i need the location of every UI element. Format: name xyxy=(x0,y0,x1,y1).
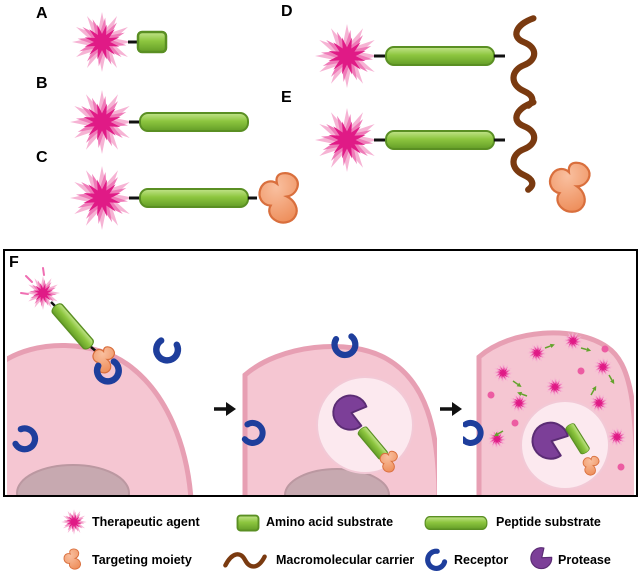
cell-membrane xyxy=(7,343,194,495)
drug-conjugate xyxy=(20,267,120,376)
legend-label-protease: Protease xyxy=(558,553,611,567)
sparkle-ray xyxy=(25,275,33,283)
construct-d xyxy=(315,18,534,105)
arrow-head xyxy=(226,402,236,416)
released-agent-dot xyxy=(601,345,609,353)
therapeutic-agent-icon xyxy=(70,90,134,154)
therapeutic-agent-icon xyxy=(72,11,132,72)
released-agent-dot xyxy=(577,367,585,375)
legend-label-therapeutic-agent: Therapeutic agent xyxy=(92,515,200,529)
legend-label-peptide-substrate: Peptide substrate xyxy=(496,515,601,529)
construct-b xyxy=(70,90,249,154)
therapeutic-agent-icon xyxy=(315,108,379,172)
step-arrow xyxy=(440,402,462,416)
peptide-substrate-icon xyxy=(139,112,249,132)
construct-c xyxy=(70,166,306,230)
legend-label-macromolecular-carrier: Macromolecular carrier xyxy=(276,553,415,567)
released-agent-dot xyxy=(511,419,519,427)
cell-stage-internalization xyxy=(237,253,437,495)
panel-label-b: B xyxy=(36,75,48,92)
amino-acid-substrate-icon xyxy=(236,514,260,532)
construct-a xyxy=(72,11,168,72)
peptide-substrate-icon xyxy=(385,130,495,150)
cell-stage-release xyxy=(463,330,634,495)
panel-label-e: E xyxy=(281,89,292,106)
cell-nucleus xyxy=(284,468,390,495)
receptor-icon xyxy=(154,340,180,363)
legend-label-amino-acid-substrate: Amino acid substrate xyxy=(266,515,394,529)
construct-e xyxy=(315,102,598,217)
panel-label-a: A xyxy=(36,5,48,22)
therapeutic-agent-icon xyxy=(61,509,87,535)
therapeutic-agent-icon xyxy=(315,23,379,88)
peptide-substrate-icon xyxy=(385,46,495,66)
receptor-icon xyxy=(424,547,448,573)
receptor-icon xyxy=(463,422,482,445)
peptide-substrate-icon xyxy=(424,516,488,530)
released-agent-dot xyxy=(487,391,495,399)
macromolecular-carrier-icon xyxy=(514,18,535,105)
sparkle-ray xyxy=(20,292,29,295)
legend-label-targeting-moiety: Targeting moiety xyxy=(92,553,192,567)
panel-label-c: C xyxy=(36,149,48,166)
constructs-diagram xyxy=(70,11,598,230)
targeting-moiety-icon xyxy=(253,167,306,227)
panel-label-d: D xyxy=(281,3,293,20)
amino-acid-substrate-icon xyxy=(136,30,168,54)
peptide-substrate-icon xyxy=(139,188,249,208)
cell-nucleus xyxy=(16,464,130,495)
step-arrow xyxy=(214,402,236,416)
protease-icon xyxy=(528,546,554,572)
therapeutic-agent-icon xyxy=(70,166,134,230)
targeting-moiety-icon xyxy=(540,154,598,217)
legend-label-receptor: Receptor xyxy=(454,553,509,567)
sparkle-ray xyxy=(42,267,45,276)
released-agent-dot xyxy=(617,463,625,471)
cell-stage-binding xyxy=(7,267,194,495)
macromolecular-carrier-icon xyxy=(222,549,268,573)
panel-f-box: F xyxy=(3,249,638,497)
arrow-head xyxy=(452,402,462,416)
targeting-moiety-icon xyxy=(63,548,81,570)
endosome-vesicle xyxy=(316,376,414,474)
macromolecular-carrier-icon xyxy=(514,102,535,189)
panel-label-f: F xyxy=(9,254,19,271)
